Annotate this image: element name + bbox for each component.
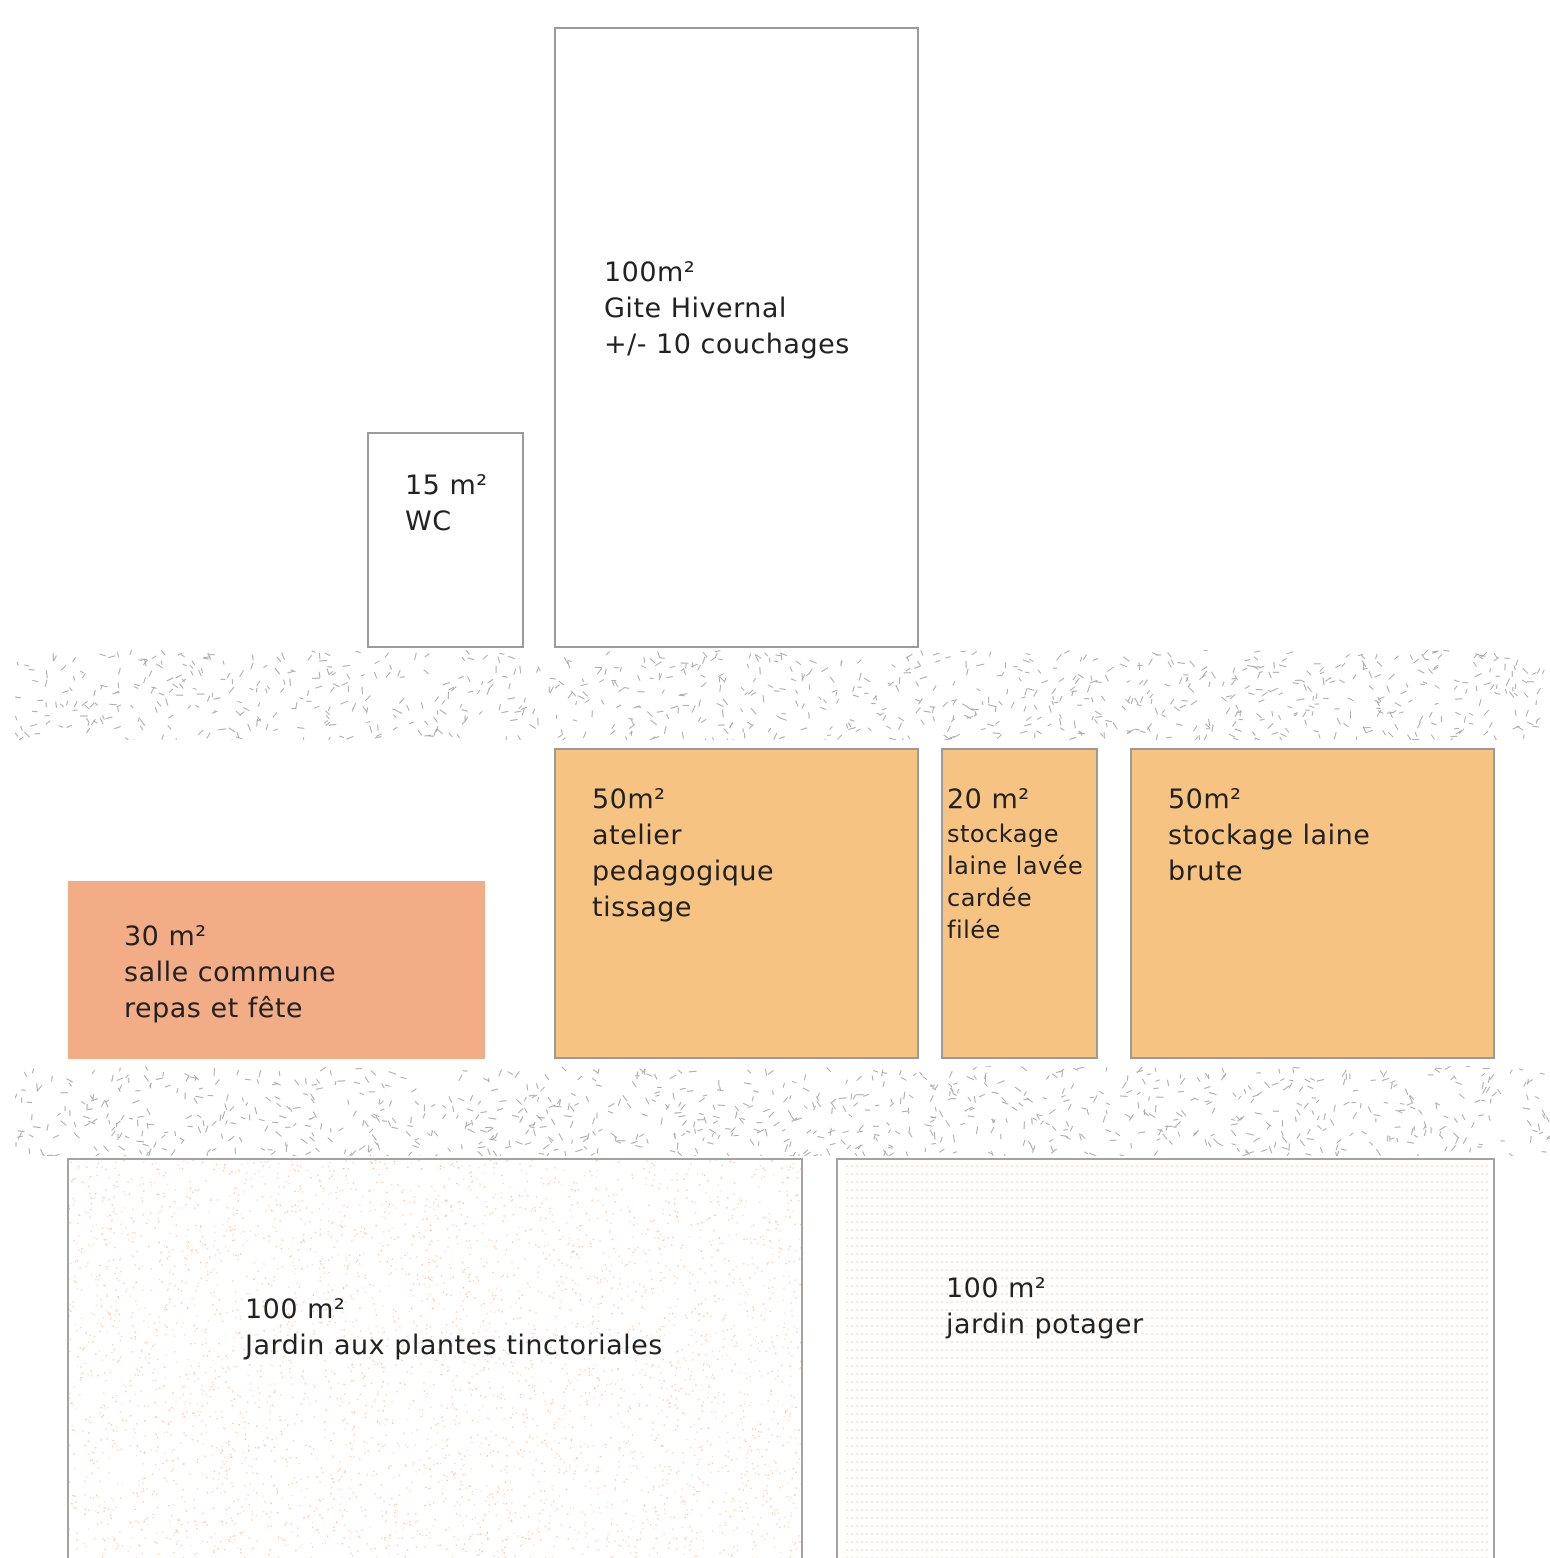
- jardin-potager-area: 100 m²: [946, 1273, 1047, 1304]
- jardin-tinctoriales-label: 100 m² Jardin aux plantes tinctoriales: [245, 1292, 663, 1364]
- stockage-lavee-line-1: stockage: [947, 820, 1059, 848]
- jardin-tinctoriales-area: 100 m²: [245, 1294, 346, 1325]
- salle-commune-line-1: salle commune: [124, 957, 337, 988]
- jardin-tinctoriales-texture: [69, 1160, 801, 1558]
- jardin-potager-label: 100 m² jardin potager: [946, 1271, 1144, 1343]
- salle-commune-area: 30 m²: [124, 921, 207, 952]
- stockage-lavee-line-4: filée: [947, 916, 1001, 944]
- jardin-potager: 100 m² jardin potager: [836, 1158, 1495, 1558]
- path-band-upper: [15, 650, 1545, 740]
- stockage-brute-line-2: brute: [1168, 856, 1244, 887]
- gite-name: Gite Hivernal: [604, 293, 787, 324]
- stockage-brute-line-1: stockage laine: [1168, 820, 1371, 851]
- stockage-lavee-room: 20 m² stockage laine lavée cardée filée: [941, 748, 1098, 1059]
- stockage-lavee-label: 20 m² stockage laine lavée cardée filée: [947, 782, 1083, 946]
- atelier-label: 50m² atelier pedagogique tissage: [592, 782, 774, 926]
- gite-label: 100m² Gite Hivernal +/- 10 couchages: [604, 255, 850, 363]
- stockage-lavee-line-2: laine lavée: [947, 852, 1084, 880]
- stockage-brute-room: 50m² stockage laine brute: [1130, 748, 1495, 1059]
- atelier-line-1: atelier: [592, 820, 682, 851]
- wc-label: 15 m² WC: [405, 468, 488, 540]
- salle-commune-label: 30 m² salle commune repas et fête: [124, 919, 336, 1027]
- atelier-line-2: pedagogique: [592, 856, 775, 887]
- stockage-brute-area: 50m²: [1168, 784, 1242, 815]
- stockage-brute-label: 50m² stockage laine brute: [1168, 782, 1370, 890]
- gite-room: 100m² Gite Hivernal +/- 10 couchages: [554, 27, 919, 648]
- atelier-area: 50m²: [592, 784, 666, 815]
- jardin-potager-name: jardin potager: [946, 1309, 1144, 1340]
- jardin-tinctoriales-name: Jardin aux plantes tinctoriales: [245, 1330, 663, 1361]
- salle-commune-line-2: repas et fête: [124, 993, 304, 1024]
- gite-area: 100m²: [604, 257, 696, 288]
- wc-name: WC: [405, 506, 452, 537]
- atelier-room: 50m² atelier pedagogique tissage: [554, 748, 919, 1059]
- path-band-lower: [15, 1066, 1550, 1156]
- jardin-tinctoriales: 100 m² Jardin aux plantes tinctoriales: [67, 1158, 803, 1558]
- gite-capacity: +/- 10 couchages: [604, 329, 850, 360]
- atelier-line-3: tissage: [592, 892, 693, 923]
- salle-commune-room: 30 m² salle commune repas et fête: [68, 881, 485, 1059]
- wc-area: 15 m²: [405, 470, 488, 501]
- wc-room: 15 m² WC: [367, 432, 524, 648]
- stockage-lavee-line-3: cardée: [947, 884, 1033, 912]
- jardin-potager-texture: [846, 1165, 1488, 1558]
- stockage-lavee-area: 20 m²: [947, 784, 1030, 815]
